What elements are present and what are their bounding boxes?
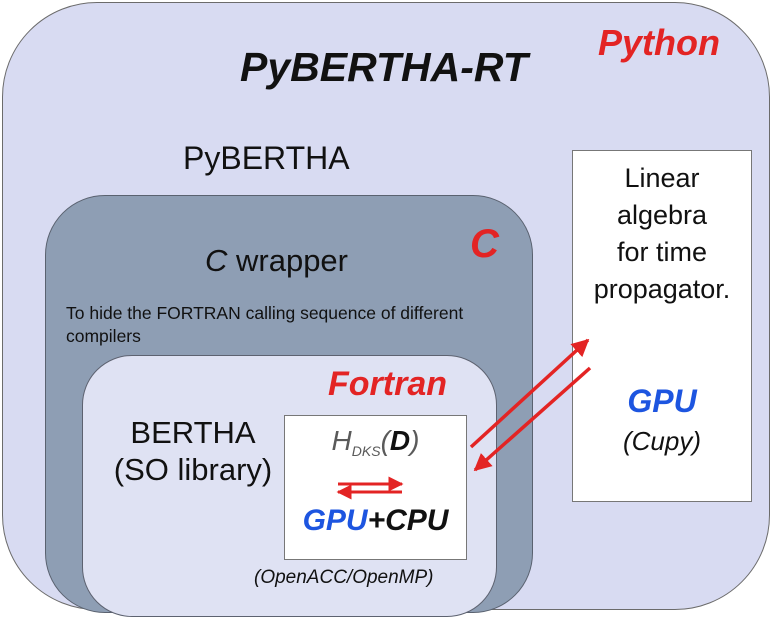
linear-algebra-text: Linear algebra for time propagator. <box>572 160 752 308</box>
linalg-gpu-label: GPU <box>627 383 697 419</box>
arrow-to-linalg <box>469 338 590 449</box>
bertha-label: BERTHA (SO library) <box>98 414 288 488</box>
python-label: Python <box>598 22 720 63</box>
diagram-title: PyBERTHA-RT <box>240 44 528 90</box>
gpu-cpu-label: GPU+CPU <box>284 504 467 538</box>
fortran-label: Fortran <box>328 365 447 403</box>
kernel-cpu: +CPU <box>367 504 449 537</box>
c-wrapper-note: To hide the FORTRAN calling sequence of … <box>66 303 464 346</box>
kernel-box <box>284 415 467 560</box>
linalg-line-1: Linear <box>624 163 700 193</box>
hdks-formula: HDKS(D) <box>284 425 467 459</box>
kernel-gpu: GPU <box>302 504 368 537</box>
c-wrapper-heading: C wrapper <box>205 243 348 279</box>
c-wrapper-suffix: wrapper <box>227 243 348 278</box>
hdks-h: H <box>331 425 352 456</box>
bertha-line1: BERTHA <box>130 415 256 450</box>
cupy-label: (Cupy) <box>622 426 701 456</box>
openacc-label: (OpenACC/OpenMP) <box>254 567 434 588</box>
linalg-line-3: for time <box>616 237 708 267</box>
hdks-open: ( <box>380 425 390 456</box>
c-label: C <box>470 222 499 266</box>
linalg-line-4: propagator. <box>593 274 731 304</box>
hdks-close: ) <box>410 425 420 456</box>
arrow-to-fortran <box>473 366 592 472</box>
linalg-line-2: algebra <box>616 200 708 230</box>
hdks-d: D <box>389 425 411 456</box>
c-wrapper-prefix: C <box>205 243 228 278</box>
hdks-sub: DKS <box>351 443 381 459</box>
pybertha-label: PyBERTHA <box>183 140 350 176</box>
linear-algebra-box <box>572 150 752 502</box>
bertha-line2: (SO library) <box>113 452 273 487</box>
